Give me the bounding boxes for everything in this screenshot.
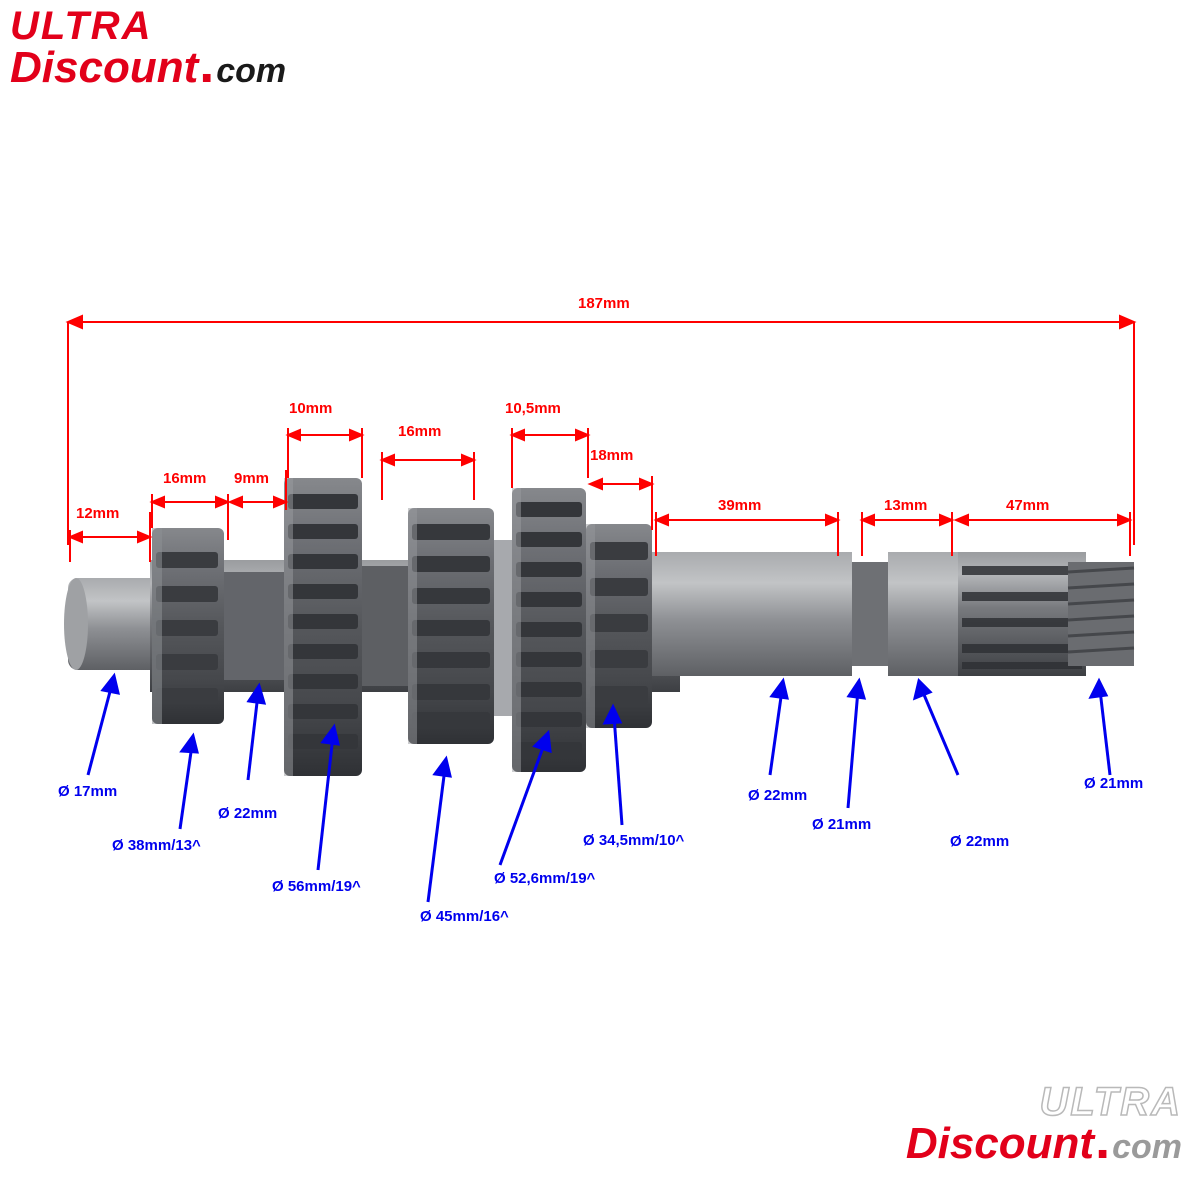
dimension-label-9mm: 9mm	[234, 470, 270, 487]
dimension-label-47mm: 47mm	[1006, 497, 1050, 514]
dimension-label-overall: 187mm	[578, 295, 630, 312]
brand-logo-bottom-discount: Discount	[905, 1119, 1095, 1168]
callout-label-diameter-17mm: Ø 17mm	[58, 783, 118, 800]
dimension-label-10mm: 10mm	[289, 400, 333, 417]
dimension-label-18mm: 18mm	[590, 447, 634, 464]
callout-label-diameter-22mm-b: Ø 22mm	[748, 787, 808, 804]
dimension-label-13mm: 13mm	[884, 497, 928, 514]
brand-logo-top-discount: Discount	[10, 43, 199, 92]
callout-label-diameter-45mm-16t: Ø 45mm/16^	[420, 908, 509, 925]
brand-logo-bottom: ULTRA Discount . com	[892, 1080, 1182, 1182]
dimension-label-16mm-b: 16mm	[398, 423, 442, 440]
dimension-label-105mm: 10,5mm	[505, 400, 561, 417]
callout-label-diameter-21mm-b: Ø 21mm	[1084, 775, 1144, 792]
callout-label-diameter-526mm-19t: Ø 52,6mm/19^	[494, 870, 596, 887]
callout-label-diameter-22mm-c: Ø 22mm	[950, 833, 1010, 850]
dimension-label-12mm: 12mm	[76, 505, 120, 522]
dimension-label-39mm: 39mm	[718, 497, 762, 514]
callout-label-diameter-345mm-10t: Ø 34,5mm/10^	[583, 832, 685, 849]
dimension-label-16mm-a: 16mm	[163, 470, 207, 487]
brand-logo-top: ULTRA Discount . com	[10, 6, 290, 106]
callout-label-diameter-22mm-a: Ø 22mm	[218, 805, 278, 822]
brand-logo-bottom-tld: com	[1112, 1128, 1182, 1166]
callout-label-diameter-38mm-13t: Ø 38mm/13^	[112, 837, 201, 854]
brand-logo-top-dot: .	[199, 34, 215, 94]
brand-logo-bottom-dot: .	[1095, 1110, 1111, 1170]
brand-logo-top-ultra: ULTRA	[10, 4, 153, 48]
callout-label-diameter-56mm-19t: Ø 56mm/19^	[272, 878, 361, 895]
brand-logo-bottom-ultra: ULTRA	[1039, 1080, 1182, 1124]
callout-label-diameter-21mm-a: Ø 21mm	[812, 816, 872, 833]
brand-logo-top-tld: com	[216, 52, 287, 90]
